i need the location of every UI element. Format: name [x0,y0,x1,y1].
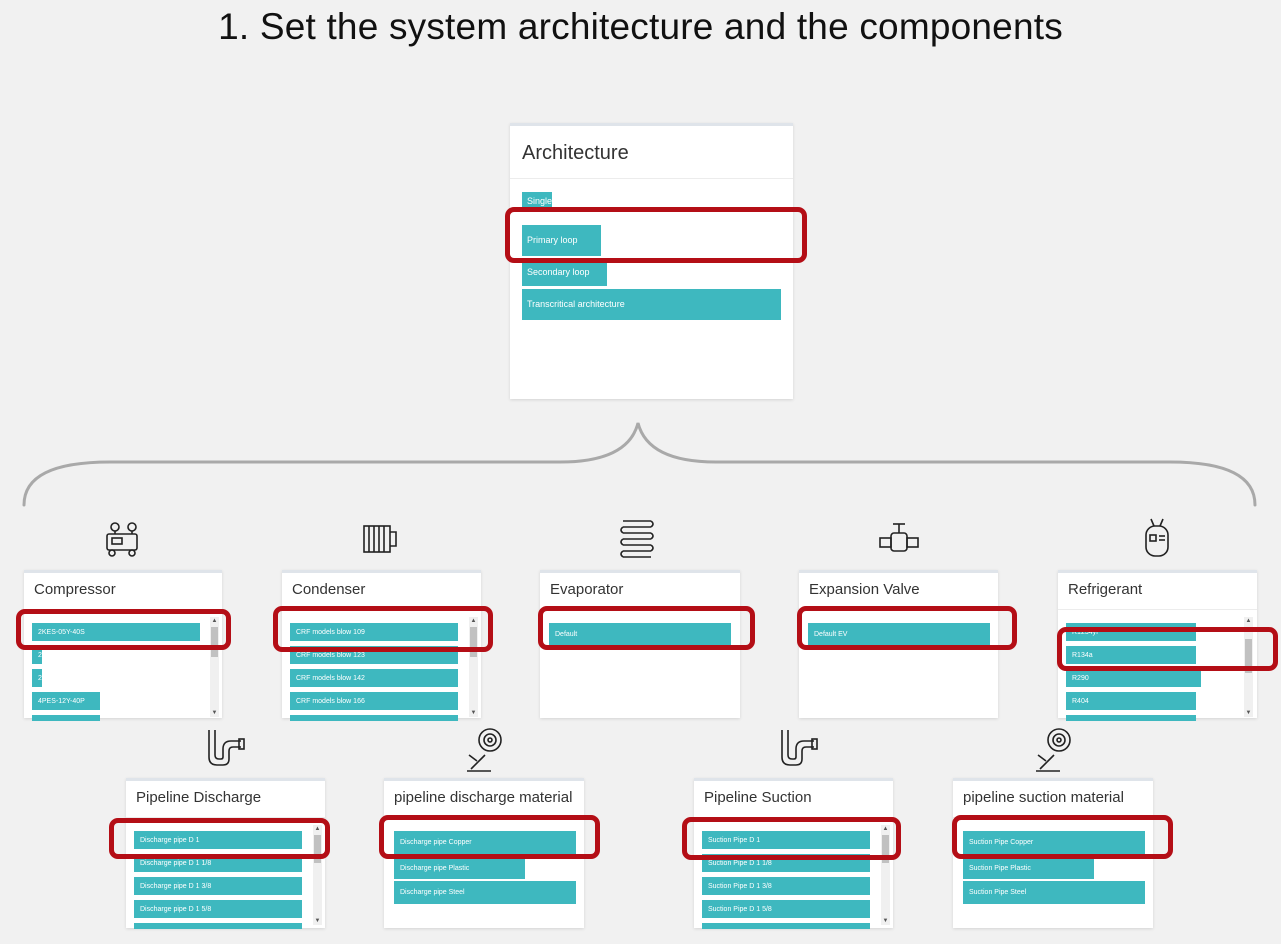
expansion-valve-card: Expansion Valve Default EV [799,570,998,718]
scroll-down-icon[interactable]: ▼ [211,710,218,716]
pipeline-discharge-material-title: pipeline discharge material [394,789,573,806]
list-item[interactable]: Suction Pipe D 1 3/8 [702,877,870,896]
compressor-icon [106,522,138,557]
brace-connector [22,422,1257,507]
condenser-icon [363,525,397,553]
scroll-thumb[interactable] [882,835,889,863]
scroll-down-icon[interactable]: ▼ [1245,710,1252,716]
highlight-condenser [273,606,493,652]
scroll-up-icon[interactable]: ▲ [314,826,321,832]
condenser-title: Condenser [292,581,366,598]
condenser-card: Condenser CRF models blow 109 CRF models… [282,570,481,721]
scroll-down-icon[interactable]: ▼ [470,710,477,716]
scroll-down-icon[interactable]: ▼ [314,918,321,924]
list-item[interactable]: 4PES-12Y-40P [32,692,100,711]
list-item[interactable]: Suction Pipe Plastic [963,857,1094,880]
list-item[interactable]: CRF models blow 142 [290,669,458,688]
highlight-refrigerant [1057,627,1278,671]
scroll-down-icon[interactable]: ▼ [882,918,889,924]
scrollbar[interactable]: ▲ ▼ [881,825,890,925]
scroll-thumb[interactable] [211,627,218,657]
scroll-thumb[interactable] [1245,639,1252,673]
list-item[interactable]: Discharge pipe Steel [394,881,576,905]
list-item[interactable] [702,923,870,929]
valve-icon [879,523,919,552]
list-item[interactable] [134,923,302,929]
highlight-compressor [16,609,231,650]
list-item[interactable]: Discharge pipe Plastic [394,857,525,880]
compressor-card: Compressor 2KES-05Y-40S 2DES-3X 2GES-2X … [24,570,222,721]
refrigerant-tank-icon [1145,518,1169,557]
scrollbar[interactable]: ▲ ▼ [313,825,322,925]
highlight-pipeline-discharge [109,818,330,859]
architecture-title: Architecture [522,142,629,164]
list-item[interactable]: R404 [1066,692,1196,711]
list-item[interactable]: 2GES-2X [32,669,42,688]
architecture-option-single[interactable]: Single [522,192,552,211]
highlight-pipeline-discharge-material [379,815,600,859]
highlight-expansion-valve [797,606,1017,650]
card-divider [1058,609,1257,610]
list-item[interactable]: Suction Pipe D 1 5/8 [702,900,870,919]
compressor-list[interactable]: 2KES-05Y-40S 2DES-3X 2GES-2X 4PES-12Y-40… [32,619,212,721]
highlight-pipeline-suction-material [952,815,1173,859]
material-icon [467,728,502,772]
list-item[interactable]: CRF models blow 166 [290,692,458,711]
list-item[interactable]: CRF models blow 109 [290,623,458,642]
expansion-valve-title: Expansion Valve [809,581,920,598]
pipe-icon [208,730,245,766]
page-title: 1. Set the system architecture and the c… [218,6,1063,47]
scroll-up-icon[interactable]: ▲ [1245,618,1252,624]
evaporator-card: Evaporator Default [540,570,740,718]
scrollbar[interactable]: ▲ ▼ [469,617,478,717]
material-icon [1036,728,1071,772]
scroll-thumb[interactable] [470,627,477,657]
compressor-title: Compressor [34,581,116,598]
list-item[interactable]: 2KES-05Y-40S [32,623,200,642]
architecture-option-secondary-loop[interactable]: Secondary loop [522,259,607,286]
list-item[interactable]: Discharge pipe D 1 5/8 [134,900,302,919]
list-item[interactable] [1066,715,1196,721]
card-divider [510,178,793,179]
pipeline-suction-material-list[interactable]: Suction Pipe Copper Suction Pipe Plastic… [963,831,1148,911]
list-item[interactable]: R134a [1066,646,1196,665]
list-item[interactable]: Suction Pipe D 1 [702,831,870,850]
list-item[interactable]: Default EV [808,623,990,647]
highlight-evaporator [538,606,755,650]
list-item[interactable]: 2DES-3X [32,646,42,665]
scroll-up-icon[interactable]: ▲ [882,826,889,832]
pipeline-suction-material-card: pipeline suction material Suction Pipe C… [953,778,1153,928]
list-item[interactable] [290,715,458,721]
scrollbar[interactable]: ▲ ▼ [210,617,219,717]
architecture-option-transcritical[interactable]: Transcritical architecture [522,289,781,320]
scroll-thumb[interactable] [314,835,321,863]
scroll-up-icon[interactable]: ▲ [470,618,477,624]
evaporator-title: Evaporator [550,581,624,598]
architecture-option-primary-loop[interactable]: Primary loop [522,225,601,256]
scroll-up-icon[interactable]: ▲ [211,618,218,624]
card-divider [126,817,325,818]
highlight-pipeline-suction [682,817,901,860]
pipeline-suction-material-title: pipeline suction material [963,789,1124,806]
pipe-icon [781,730,818,766]
evaporator-icon [620,520,654,558]
pipeline-suction-title: Pipeline Suction [704,789,812,806]
pipeline-discharge-title: Pipeline Discharge [136,789,262,806]
list-item[interactable]: Discharge pipe D 1 [134,831,302,850]
list-item[interactable]: Discharge pipe D 1 3/8 [134,877,302,896]
list-item[interactable]: Suction Pipe Steel [963,881,1145,905]
expansion-valve-list[interactable]: Default EV [808,621,993,651]
list-item[interactable]: R290 [1066,669,1201,688]
highlight-primary-loop [505,207,807,263]
list-item[interactable] [32,715,100,721]
refrigerant-title: Refrigerant [1068,581,1143,598]
